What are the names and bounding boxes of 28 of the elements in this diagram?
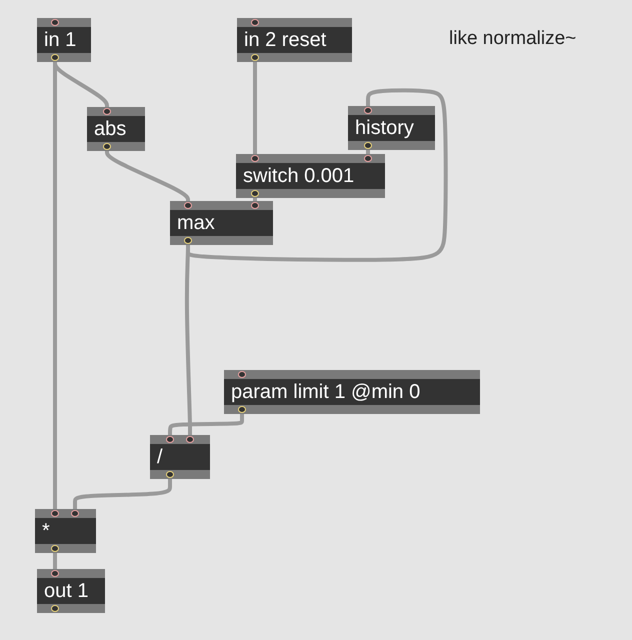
comment-text: like normalize~ [449,28,576,50]
object-box [348,106,435,150]
patch-cord [253,61,257,155]
patch-cord [168,413,244,436]
object-label: out 1 [44,579,88,604]
object-label: history [355,116,414,141]
object-box [224,370,480,414]
patch-cord [73,478,172,510]
object-label: abs [94,117,126,142]
object-box [237,18,352,62]
patch-cord [53,552,57,570]
patch-cord [184,244,192,436]
object-box [37,18,91,62]
object-box [236,154,385,198]
object-label: in 2 reset [244,28,326,53]
patch-cord [105,150,190,202]
object-label: in 1 [44,28,76,53]
object-box [35,509,96,553]
object-box [170,201,273,245]
object-label: switch 0.001 [243,164,354,189]
object-label: * [42,519,50,544]
patch-cord [53,61,57,510]
object-label: param limit 1 @min 0 [231,380,420,405]
object-label: / [157,445,163,470]
object-label: max [177,211,215,236]
object-box [37,569,105,613]
object-box [150,435,210,479]
object-box [87,107,145,151]
